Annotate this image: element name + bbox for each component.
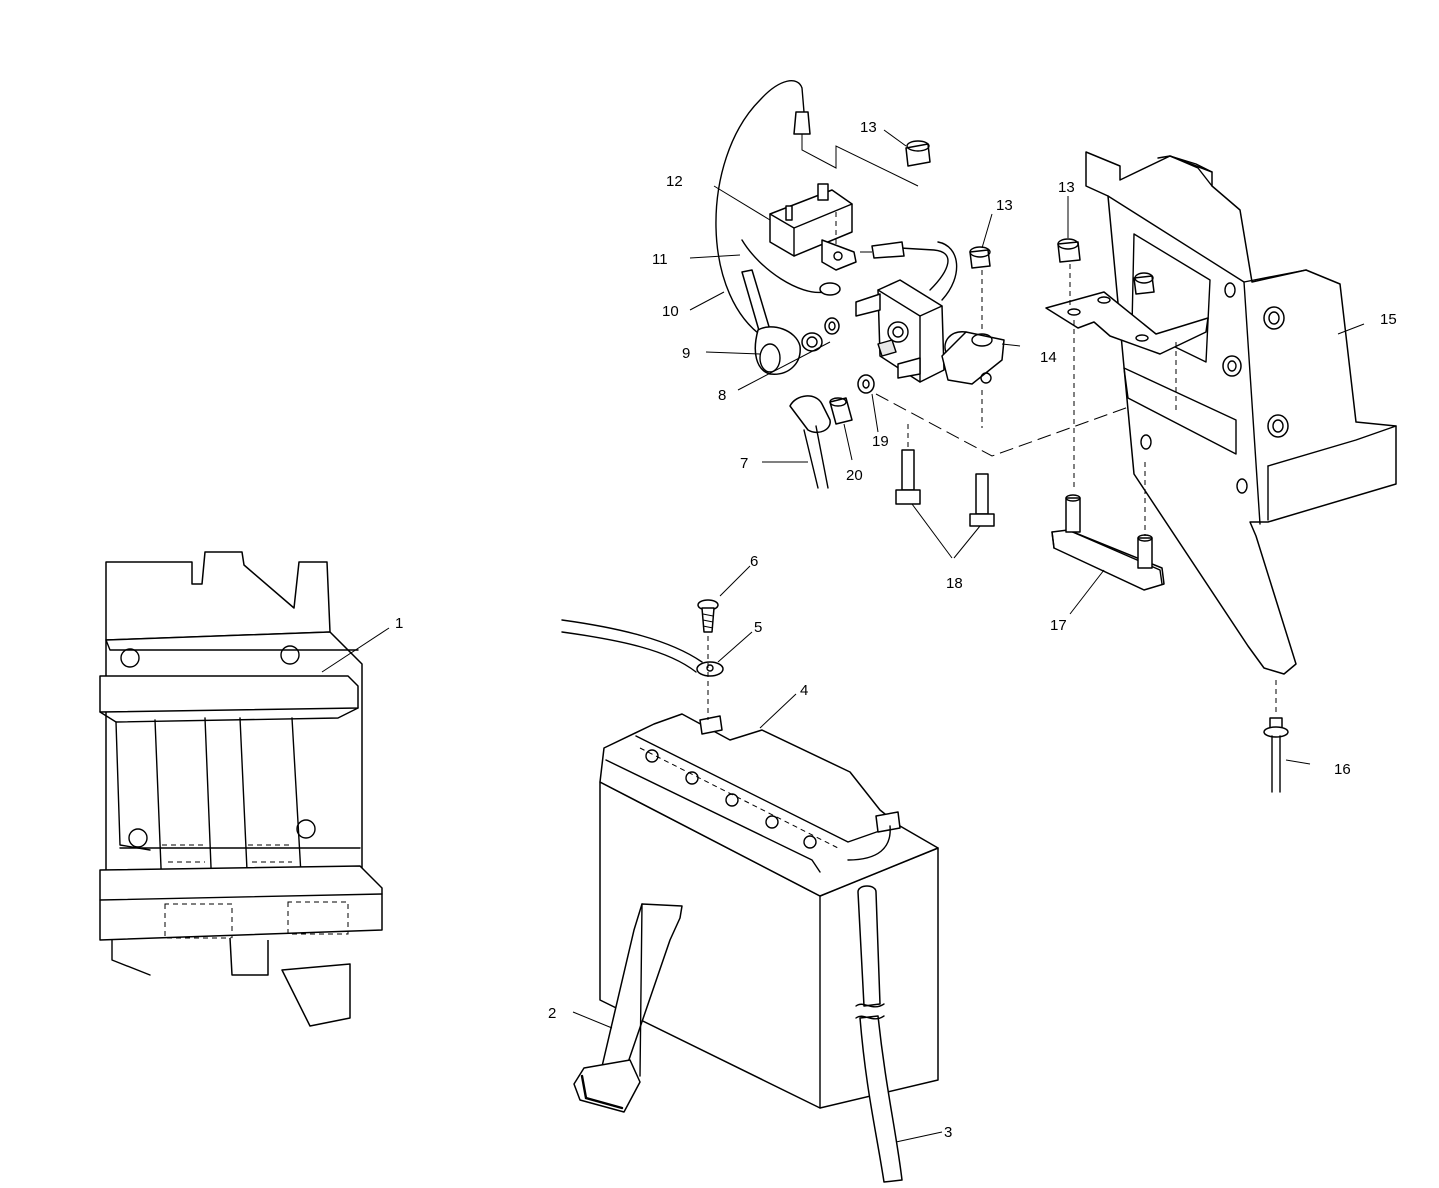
callout-16: 15	[1380, 311, 1397, 328]
battery-cable-screw: 6 5	[561, 553, 762, 720]
battery-tray: 1	[99, 551, 403, 1027]
callout-15: 14	[1040, 349, 1057, 366]
callout-21: 20	[846, 467, 863, 484]
vent-hose: 3	[855, 885, 952, 1183]
callout-6: 6	[750, 553, 758, 570]
callout-4: 4	[800, 682, 808, 699]
callout-13a: 13	[860, 119, 877, 136]
callout-1: 1	[395, 615, 403, 632]
battery: 4	[599, 682, 939, 1109]
callout-18: 17	[1050, 617, 1067, 634]
callout-13b: 13	[996, 197, 1013, 214]
pin-rivet: 16	[1263, 680, 1351, 793]
solenoid-assembly: 12 11 10 9	[652, 80, 1177, 489]
callout-5: 5	[754, 619, 762, 636]
callout-14: 13	[1058, 179, 1075, 196]
mounting-bracket: 13 15	[1045, 151, 1397, 675]
hold-down-plate: 17	[1050, 462, 1165, 634]
callout-10: 10	[662, 303, 679, 320]
callout-8: 8	[718, 387, 726, 404]
callout-11: 11	[652, 251, 668, 268]
callout-12: 12	[666, 173, 683, 190]
callout-3: 3	[944, 1124, 952, 1141]
callout-9: 9	[682, 345, 690, 362]
callout-2: 2	[548, 1005, 556, 1022]
callout-19: 18	[946, 575, 963, 592]
callout-7: 7	[740, 455, 748, 472]
callout-20: 19	[872, 433, 889, 450]
callout-17: 16	[1334, 761, 1351, 778]
bolts: 18	[895, 424, 995, 592]
battery-strap: 2	[548, 903, 683, 1113]
